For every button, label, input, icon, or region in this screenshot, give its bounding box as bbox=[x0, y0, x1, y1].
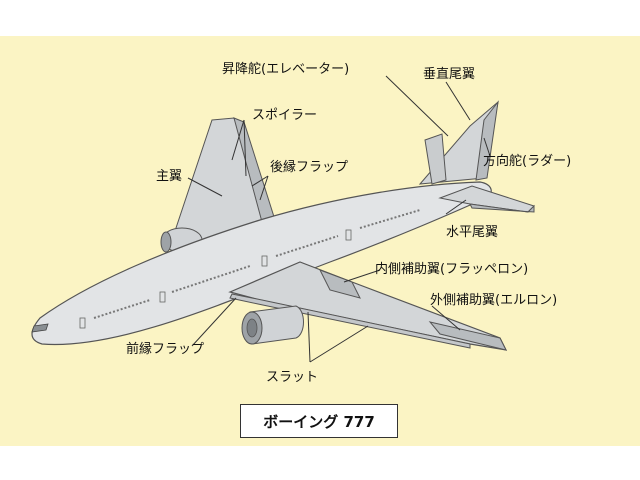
label-outboard-aileron: 外側補助翼(エルロン) bbox=[430, 293, 558, 308]
label-rudder: 方向舵(ラダー) bbox=[483, 154, 572, 169]
cockpit-window bbox=[31, 323, 49, 333]
window-row bbox=[171, 265, 251, 293]
leader-lines bbox=[187, 75, 491, 363]
label-inboard-aileron: 内側補助翼(フラッペロン) bbox=[375, 262, 529, 277]
door bbox=[79, 317, 86, 329]
window-row bbox=[275, 235, 339, 257]
caption-box: ボーイング 777 bbox=[240, 404, 398, 438]
label-main-wing: 主翼 bbox=[156, 169, 183, 184]
door bbox=[159, 291, 166, 303]
rudder bbox=[475, 100, 499, 181]
aileron bbox=[428, 321, 507, 351]
far-engine-intake bbox=[160, 231, 172, 253]
door bbox=[261, 255, 268, 267]
near-engine bbox=[249, 305, 304, 345]
label-vertical-stabilizer: 垂直尾翼 bbox=[423, 67, 476, 82]
label-leading-edge-flap: 前縁フラップ bbox=[126, 342, 205, 357]
elevator bbox=[469, 203, 535, 213]
near-engine-fan bbox=[246, 318, 258, 338]
window-row bbox=[93, 299, 151, 319]
label-spoiler: スポイラー bbox=[252, 108, 318, 123]
diagram-caption: ボーイング 777 bbox=[263, 412, 375, 431]
door bbox=[345, 229, 352, 241]
label-trailing-edge-flap: 後縁フラップ bbox=[270, 160, 349, 175]
window-row bbox=[359, 209, 421, 229]
flaperon bbox=[318, 269, 361, 299]
far-horizontal-stabilizer bbox=[424, 133, 447, 185]
label-horizontal-stabilizer: 水平尾翼 bbox=[446, 225, 499, 240]
label-elevator: 昇降舵(エレベーター) bbox=[222, 62, 350, 77]
label-slat: スラット bbox=[266, 370, 319, 385]
